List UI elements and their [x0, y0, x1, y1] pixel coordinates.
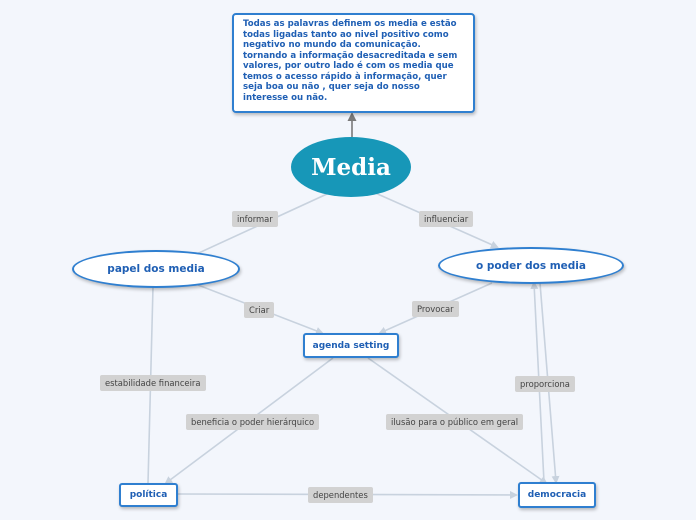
node-democracia[interactable]: democracia	[518, 482, 596, 508]
label-informar[interactable]: informar	[232, 211, 278, 227]
label-provocar[interactable]: Provocar	[412, 301, 459, 317]
label-estabilidade-financeira[interactable]: estabilidade financeira	[100, 375, 206, 391]
label-proporciona[interactable]: proporciona	[515, 376, 575, 392]
node-o-poder-dos-media[interactable]: o poder dos media	[438, 247, 624, 284]
central-topic-media[interactable]: Media	[291, 137, 411, 197]
label-ilusao-publico-geral[interactable]: ilusão para o público em geral	[386, 414, 524, 430]
description-note[interactable]: Todas as palavras definem os media e est…	[232, 13, 475, 113]
node-agenda-setting[interactable]: agenda setting	[303, 333, 399, 358]
node-politica[interactable]: política	[119, 483, 178, 507]
label-beneficia-poder-hierarquico[interactable]: beneficia o poder hierárquico	[186, 414, 320, 430]
label-criar[interactable]: Criar	[244, 302, 275, 318]
node-papel-dos-media[interactable]: papel dos media	[72, 250, 240, 288]
label-dependentes[interactable]: dependentes	[308, 487, 373, 503]
label-influenciar[interactable]: influenciar	[419, 211, 474, 227]
